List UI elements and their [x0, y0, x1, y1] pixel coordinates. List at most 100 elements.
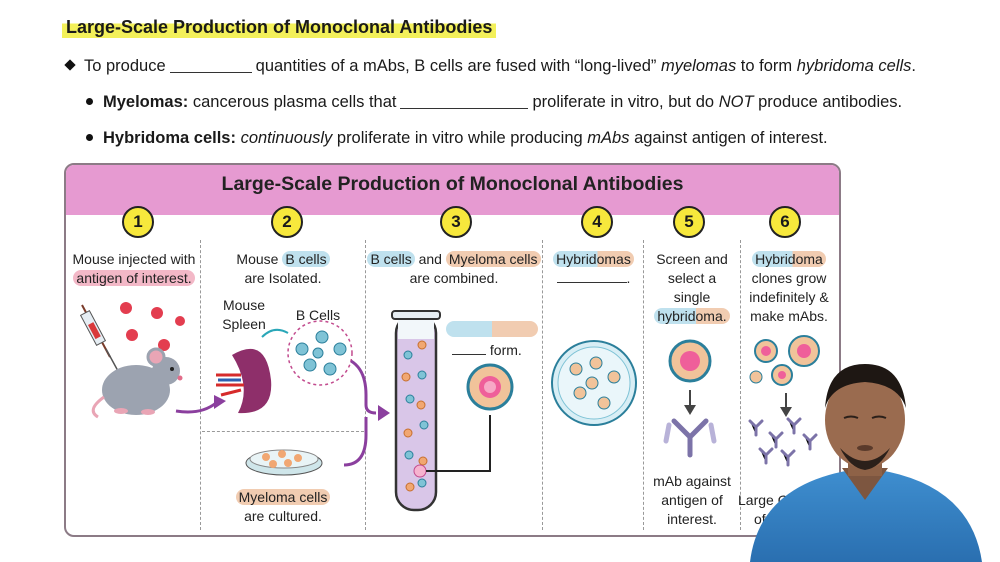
- caption-line: and: [418, 251, 442, 267]
- caption-line: are combined.: [409, 270, 499, 286]
- caption-line: Mouse: [222, 297, 266, 313]
- bullet-2: Myelomas: cancerous plasma cells that pro…: [86, 93, 902, 112]
- hybridoma-dish-icon: [551, 340, 637, 426]
- antibodies-cluster-icon: [748, 417, 818, 467]
- caption-line: B cells: [367, 251, 415, 267]
- caption-line: B cells: [282, 251, 330, 267]
- caption-line: of: [754, 511, 766, 527]
- bullet-text: continuously: [240, 129, 333, 147]
- mouse-icon: [91, 347, 183, 419]
- arrow-icon: [343, 417, 368, 467]
- bcells-label: B Cells: [295, 307, 341, 323]
- step-4-badge: 4: [581, 206, 613, 238]
- diagram-illustrations: [79, 302, 820, 512]
- selected-hybridoma-icon: [668, 339, 712, 383]
- caption-line: select a: [667, 270, 717, 286]
- caption-line: single: [673, 289, 711, 305]
- caption-line: Hybridomas: [553, 251, 634, 267]
- caption-line: form.: [489, 342, 522, 358]
- connector-line: [426, 415, 491, 472]
- caption-line: Mouse: [236, 251, 279, 267]
- test-tube-icon: [391, 310, 441, 512]
- presenter-video: [750, 364, 982, 562]
- caption-line: antigen of interest.: [73, 270, 195, 286]
- bullet-text: mAbs: [587, 129, 630, 147]
- myeloma-caption: Myeloma cells are cultured.: [202, 488, 364, 526]
- bullet-text: to form: [740, 57, 793, 75]
- arrow-icon: [261, 328, 289, 338]
- caption-line: Spleen: [222, 316, 266, 332]
- caption-line: Large Q: [738, 492, 789, 508]
- caption-line: Mouse injected with: [72, 251, 196, 267]
- fill-in-blank: [169, 72, 252, 73]
- caption-line: Screen and: [656, 251, 728, 267]
- arrow-head-icon: [214, 395, 226, 409]
- bullet-label: Hybridoma cells:: [103, 129, 236, 147]
- step-divider: [200, 240, 201, 530]
- bullet-label: Myelomas:: [103, 93, 189, 111]
- step-5-caption: Screen and select a single hybridoma.: [644, 250, 740, 326]
- bcell-cluster-outline: [287, 320, 353, 386]
- dot-bullet-icon: [86, 134, 93, 141]
- caption-line: antigen of: [661, 492, 723, 508]
- step-6-caption: Hybridoma clones grow indefinitely & mak…: [741, 250, 837, 326]
- form-label: form.: [452, 341, 532, 360]
- bullet-text: NOT: [718, 93, 754, 111]
- step-3-badge: 3: [440, 206, 472, 238]
- step-divider: [202, 431, 364, 432]
- hybridoma-clones-icon: [749, 335, 820, 386]
- spleen-icon: [216, 348, 272, 414]
- antibody-icon: [663, 418, 717, 458]
- dot-bullet-icon: [86, 98, 93, 105]
- bullet-text: quantities of a mAbs, B cells are fused …: [255, 57, 657, 75]
- arrow-icon: [175, 401, 217, 414]
- bullet-text: produce antibodies.: [758, 93, 903, 111]
- presenter-icon: [750, 364, 982, 562]
- antigen-dots-icon: [120, 302, 185, 351]
- down-arrow-icon: [780, 393, 792, 417]
- step-4-caption: Hybridomas .: [544, 250, 643, 288]
- step-divider: [740, 240, 741, 530]
- bullet-text: cancerous plasma cells that: [192, 93, 397, 111]
- bullet-1: To produce quantities of a mAbs, B cells …: [64, 57, 916, 76]
- caption-line: .: [626, 270, 631, 286]
- bullet-text: myelomas: [661, 57, 737, 75]
- bcell-icon: [295, 330, 347, 376]
- step-2-caption: Mouse B cells are Isolated.: [202, 250, 364, 288]
- step-divider: [542, 240, 543, 530]
- bullet-text: proliferate in vitro, but do: [532, 93, 715, 111]
- bullet-text: To produce: [84, 57, 166, 75]
- petri-dish-icon: [245, 449, 323, 476]
- step-6-badge: 6: [769, 206, 801, 238]
- step-3-caption: B cells and Myeloma cells are combined.: [366, 250, 542, 288]
- caption-line: Myeloma cells: [445, 251, 541, 267]
- diagram-panel: Large-Scale Production of Monoclonal Ant…: [64, 163, 841, 537]
- diamond-bullet-icon: [64, 59, 76, 71]
- diagram-title: Large-Scale Production of Monoclonal Ant…: [221, 173, 684, 195]
- step-2-badge: 2: [271, 206, 303, 238]
- caption-line: make mAbs.: [750, 308, 828, 324]
- spleen-label: Mouse Spleen: [214, 296, 274, 334]
- caption-line: hybridoma.: [654, 308, 730, 324]
- arrow-icon: [350, 359, 377, 415]
- bullet-text: hybridoma cells: [796, 57, 912, 75]
- caption-line: are cultured.: [244, 508, 322, 524]
- syringe-icon: [79, 304, 119, 372]
- bullet-text: against antigen of interest.: [634, 129, 828, 147]
- fill-in-blank: [452, 354, 486, 355]
- mab-caption: mAb against antigen of interest.: [644, 472, 740, 529]
- hybridoma-cell-icon: [466, 363, 514, 411]
- caption-line: indefinitely &: [749, 289, 829, 305]
- caption-line: Myeloma cells: [235, 489, 331, 505]
- caption-line: interest.: [667, 511, 717, 527]
- caption-line: mAb against: [653, 473, 731, 489]
- caption-line: clones grow: [751, 270, 827, 286]
- step-1-caption: Mouse injected with antigen of interest.: [68, 250, 200, 288]
- bullet-text: proliferate in vitro while producing: [336, 129, 583, 147]
- large-quantity-caption: Large Q of: [738, 491, 798, 529]
- step-1-badge: 1: [122, 206, 154, 238]
- fill-in-blank: [556, 282, 627, 283]
- caption-line: are Isolated.: [244, 270, 322, 286]
- bullet-3: Hybridoma cells: continuously proliferat…: [86, 129, 828, 148]
- step-divider: [643, 240, 644, 530]
